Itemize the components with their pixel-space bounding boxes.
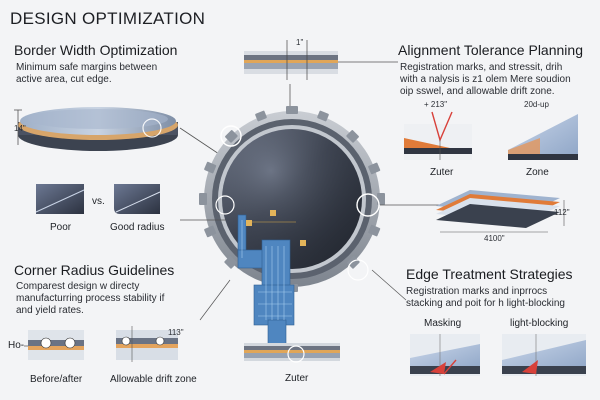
corner-description-line-2: manufacturring process stability if xyxy=(16,293,165,304)
corner-right-tile xyxy=(116,326,178,362)
border-description: Minimum safe margins between active area… xyxy=(16,62,157,86)
alignment-left-caption: Zuter xyxy=(430,167,454,178)
corner-left-tile xyxy=(24,330,84,360)
alignment-right-caption: Zone xyxy=(526,167,549,178)
border-heading: Border Width Optimization xyxy=(14,42,178,58)
alignment-stack-side-dim: 112" xyxy=(554,208,570,217)
alignment-right-tile xyxy=(508,114,578,160)
compare-poor-caption: Poor xyxy=(50,222,72,233)
edge-description-line-1: Registration marks and inprrocs xyxy=(406,286,548,297)
alignment-description: Registration marks, and stressit, drih w… xyxy=(400,62,571,98)
center-top-dim: 1" xyxy=(296,38,304,47)
alignment-right-dim: 20d-up xyxy=(524,100,549,109)
edge-right-caption: light-blocking xyxy=(510,318,569,329)
alignment-left-dim: + 213" xyxy=(424,100,448,109)
corner-description-line-3: and yield rates. xyxy=(16,305,84,316)
alignment-description-line-1: Registration marks, and stressit, drih xyxy=(400,62,563,73)
alignment-stack-bottom-dim: 4100" xyxy=(484,234,505,243)
corner-description-line-1: Comparest design w directy xyxy=(16,281,140,292)
corner-right-caption: Allowable drift zone xyxy=(110,374,197,385)
alignment-left-tile xyxy=(404,111,472,160)
edge-left-caption: Masking xyxy=(424,318,462,329)
edge-lightblocking-tile xyxy=(502,334,586,376)
alignment-heading: Alignment Tolerance Planning xyxy=(398,42,583,58)
alignment-stack-illustration xyxy=(436,190,565,233)
border-description-line-2: active area, cut edge. xyxy=(16,74,112,85)
border-dim-label: 14" xyxy=(14,124,26,133)
corner-left-tag: Ho- xyxy=(8,340,25,351)
compare-good-tile xyxy=(114,184,161,214)
compare-poor-tile xyxy=(35,184,85,214)
compare-good-caption: Good radius xyxy=(110,222,165,233)
corner-heading: Corner Radius Guidelines xyxy=(14,262,175,278)
alignment-description-line-3: oip sswel, and allowable drift zone. xyxy=(400,86,555,97)
corner-description: Comparest design w directy manufacturrin… xyxy=(16,281,164,317)
connector-lines xyxy=(180,61,440,321)
edge-description: Registration marks and inprrocs stacking… xyxy=(406,286,565,310)
alignment-description-line-2: with a nalysis is z1 olem Mere soudion xyxy=(400,74,571,85)
compare-vs-label: vs. xyxy=(92,196,105,207)
corner-right-dim: 113" xyxy=(168,328,184,337)
center-display-illustration xyxy=(199,40,385,363)
border-description-line-1: Minimum safe margins between xyxy=(16,62,158,73)
page-title: DESIGN OPTIMIZATION xyxy=(10,9,206,28)
edge-masking-tile xyxy=(410,334,480,376)
border-disc-illustration xyxy=(14,107,223,157)
edge-heading: Edge Treatment Strategies xyxy=(406,266,573,282)
center-bottom-caption: Zuter xyxy=(285,373,309,384)
edge-description-line-2: stacking and poit for h light-blocking xyxy=(406,298,565,309)
corner-left-caption: Before/after xyxy=(30,374,83,385)
